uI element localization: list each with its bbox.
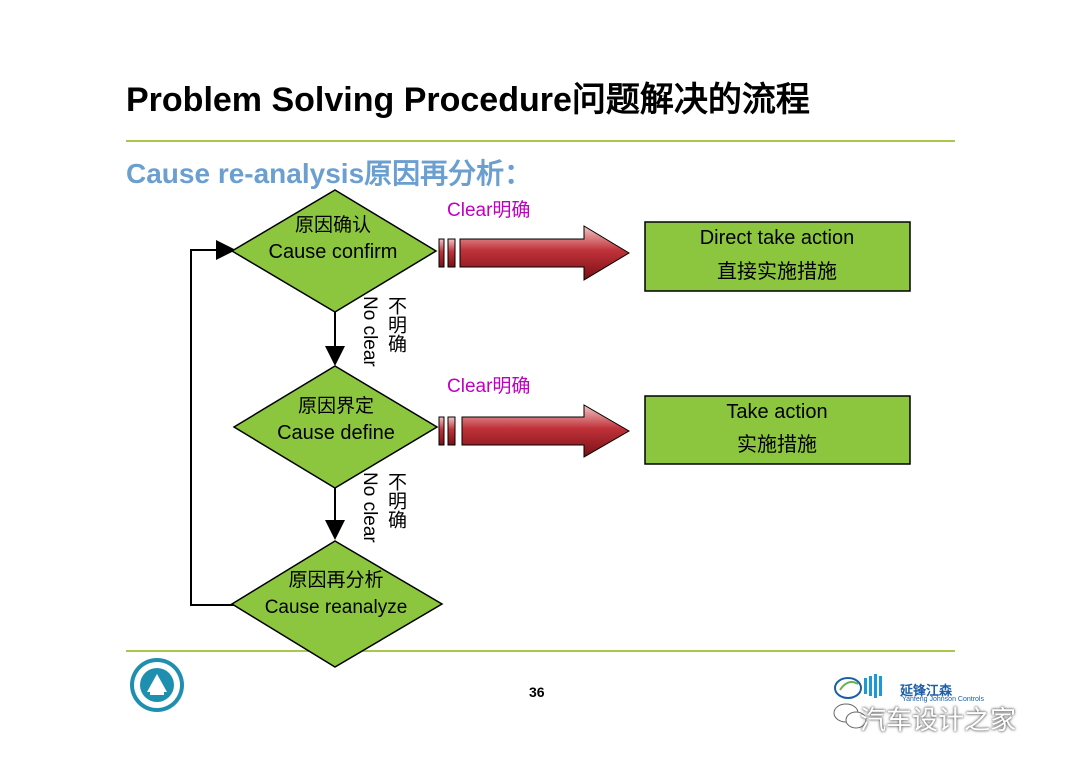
action-box-direct [644,221,911,292]
clear-label-2: Clear明确 [447,375,530,397]
brand-logo-icon [834,674,882,699]
decision-3-en: Cause reanalyze [265,597,408,618]
brand-subtitle: Yanfeng Johnson Controls [902,696,984,703]
no-clear-label-2-zh: 不明确 [385,472,407,529]
no-clear-label-1-en: No clear [359,296,380,367]
loop-back-connector [190,240,238,606]
action-1-zh: 直接实施措施 [717,259,837,283]
brand-name: 延锋江森 [900,683,953,698]
decision-3-zh: 原因再分析 [288,569,383,591]
section-subtitle: Cause re-analysis原因再分析： [126,158,533,189]
university-emblem-logo [130,658,184,712]
decision-2-en: Cause define [277,422,395,444]
action-2-en: Take action [726,401,827,423]
no-clear-label-1-zh: 不明确 [385,296,407,353]
action-1-en: Direct take action [700,227,855,249]
decision-1-zh: 原因确认 [295,214,371,236]
clear-arrow-1 [438,225,630,281]
clear-label-1: Clear明确 [447,199,530,221]
decision-cause-define [232,365,439,489]
action-2-zh: 实施措施 [737,432,817,456]
no-clear-label-2-en: No clear [359,472,380,543]
decision-2-zh: 原因界定 [298,395,374,417]
decision-cause-confirm [230,189,438,313]
action-box-take [644,395,911,465]
page-title: Problem Solving Procedure问题解决的流程 [126,81,810,119]
watermark-text: 汽车设计之家 [860,706,1017,736]
page-number: 36 [529,684,545,700]
clear-arrow-2 [438,404,630,458]
decision-cause-reanalyze [230,540,444,668]
wechat-icon [833,703,867,729]
decision-1-en: Cause confirm [269,241,398,263]
